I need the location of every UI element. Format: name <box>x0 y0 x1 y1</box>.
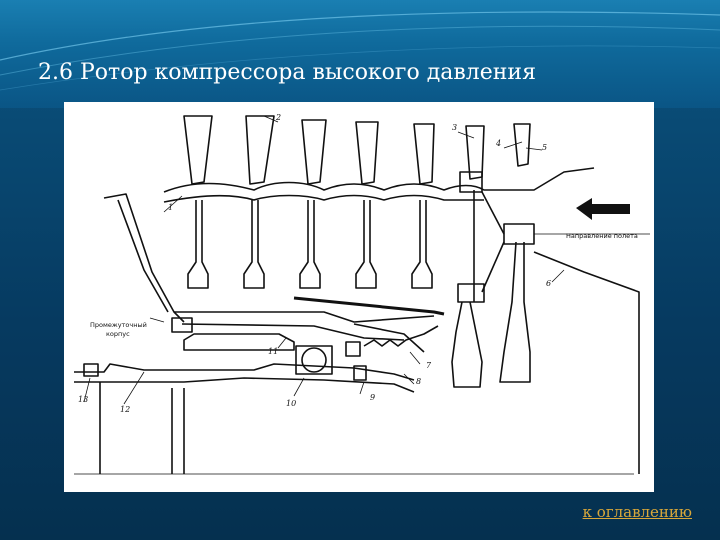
label-9: 9 <box>370 393 375 402</box>
label-7: 7 <box>426 361 432 370</box>
table-of-contents-link[interactable]: к оглавлению <box>582 503 692 521</box>
label-5: 5 <box>542 143 547 152</box>
header-swoosh-decoration <box>0 11 720 91</box>
label-3: 3 <box>452 123 457 132</box>
blade-stage-2 <box>245 115 275 185</box>
blade-stage-7 <box>513 123 531 167</box>
header-band <box>0 0 720 108</box>
disc-3 <box>299 200 321 289</box>
lower-shaft <box>74 363 415 381</box>
blade-stage-4 <box>355 121 379 185</box>
blade-stage-6 <box>465 125 485 180</box>
labyrinth-seal <box>363 325 439 347</box>
label-12: 12 <box>120 405 130 414</box>
shaft-upper <box>174 311 435 323</box>
label-flight-direction: Направление полета <box>566 232 638 240</box>
label-4: 4 <box>495 139 501 148</box>
bolt-middle <box>503 223 535 245</box>
blade-stage-3 <box>301 119 327 185</box>
label-6: 6 <box>546 279 551 288</box>
blade-stage-5 <box>413 123 435 185</box>
label-casing-line2: корпус <box>106 330 130 338</box>
rear-disc-2 <box>499 241 531 383</box>
flight-direction-arrow-icon <box>576 198 630 220</box>
disc-2 <box>243 200 265 289</box>
intermediate-casing <box>103 193 185 323</box>
slide-title: 2.6 Ротор компрессора высокого давления <box>38 60 536 85</box>
rear-disc-1 <box>451 301 483 388</box>
drum-outline <box>163 167 595 193</box>
bolt-lower <box>457 283 485 303</box>
flange-bolt <box>171 317 193 333</box>
blade-stage-1 <box>183 115 213 185</box>
disc-5 <box>411 200 433 289</box>
label-8: 8 <box>416 377 421 386</box>
support-12 <box>171 388 185 474</box>
disc-1 <box>187 200 209 289</box>
label-13: 13 <box>78 395 88 404</box>
right-casing <box>533 251 640 474</box>
bolt-upper <box>459 171 483 193</box>
shaft-body <box>183 333 295 351</box>
label-casing-line1: Промежуточный <box>90 321 147 329</box>
ball-bearing <box>301 347 327 373</box>
label-10: 10 <box>286 399 296 408</box>
label-11: 11 <box>268 347 278 356</box>
label-1: 1 <box>168 203 173 212</box>
disc-4 <box>355 200 377 289</box>
label-2: 2 <box>275 113 281 122</box>
bearing-13 <box>83 363 99 377</box>
technical-drawing-svg: 2 1 3 4 5 6 7 8 9 10 11 12 13 Промежуточ… <box>74 113 650 475</box>
compressor-rotor-drawing: 2 1 3 4 5 6 7 8 9 10 11 12 13 Промежуточ… <box>64 102 654 492</box>
